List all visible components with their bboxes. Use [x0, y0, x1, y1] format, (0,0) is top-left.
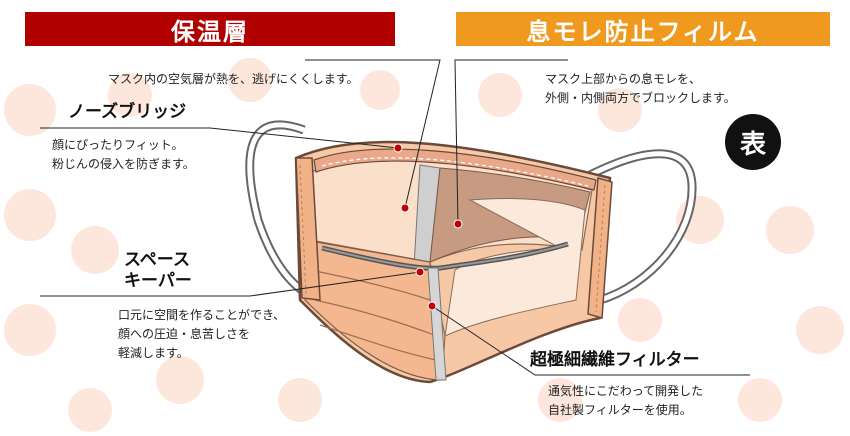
filter-title: 超極細繊維フィルター	[530, 350, 700, 370]
filter-edge-strip	[427, 267, 447, 381]
breath-film-leader	[454, 59, 568, 225]
breath-film-banner: 息モレ防止フィルム	[456, 12, 830, 46]
callout-dot-insulation	[400, 203, 410, 213]
space-keeper-title-1: スペース	[124, 250, 190, 270]
insulation-banner: 保温層	[25, 12, 395, 46]
nose-bridge-leader	[40, 127, 399, 149]
nose-bridge-strip	[313, 148, 597, 191]
space-keeper-desc-3: 軽減します。	[118, 346, 189, 360]
right-edge	[587, 177, 613, 319]
front-side-label: 表	[739, 129, 766, 160]
space-keeper-desc-2: 顔への圧迫・息苦しさを	[118, 327, 251, 341]
nose-bridge-title: ノーズブリッジ	[68, 102, 187, 122]
insulation-leader	[305, 59, 441, 209]
space-keeper-desc-1: 口元に空間を作ることができ、	[118, 308, 286, 322]
insulation-title: 保温層	[171, 17, 249, 46]
breath-film-title: 息モレ防止フィルム	[526, 17, 760, 46]
breath-film-desc-2: 外側・内側両方でブロックします。	[545, 91, 736, 105]
callout-dot-film	[453, 219, 463, 229]
filter-desc-2: 自社製フィルターを使用。	[548, 403, 692, 417]
insulation-desc: マスク内の空気層が熱を、逃げにくくします。	[108, 72, 359, 86]
filter-leader	[431, 305, 750, 376]
space-keeper-leader	[40, 271, 421, 297]
nose-bridge-desc-1: 顔にぴったりフィット。	[52, 138, 184, 152]
callout-dot-space	[415, 267, 425, 277]
inner-layer	[444, 197, 586, 337]
callout-dot-nose	[393, 143, 403, 153]
nose-bridge-desc-2: 粉じんの侵入を防ぎます。	[52, 157, 195, 171]
breath-film-desc-1: マスク上部からの息モレを、	[545, 72, 702, 86]
front-side-badge: 表	[725, 114, 781, 170]
filter-desc-1: 通気性にこだわって開発した	[548, 384, 704, 398]
space-keeper-title-2: キーパー	[124, 271, 192, 291]
left-edge	[295, 157, 321, 301]
callout-dot-filter	[427, 301, 437, 311]
